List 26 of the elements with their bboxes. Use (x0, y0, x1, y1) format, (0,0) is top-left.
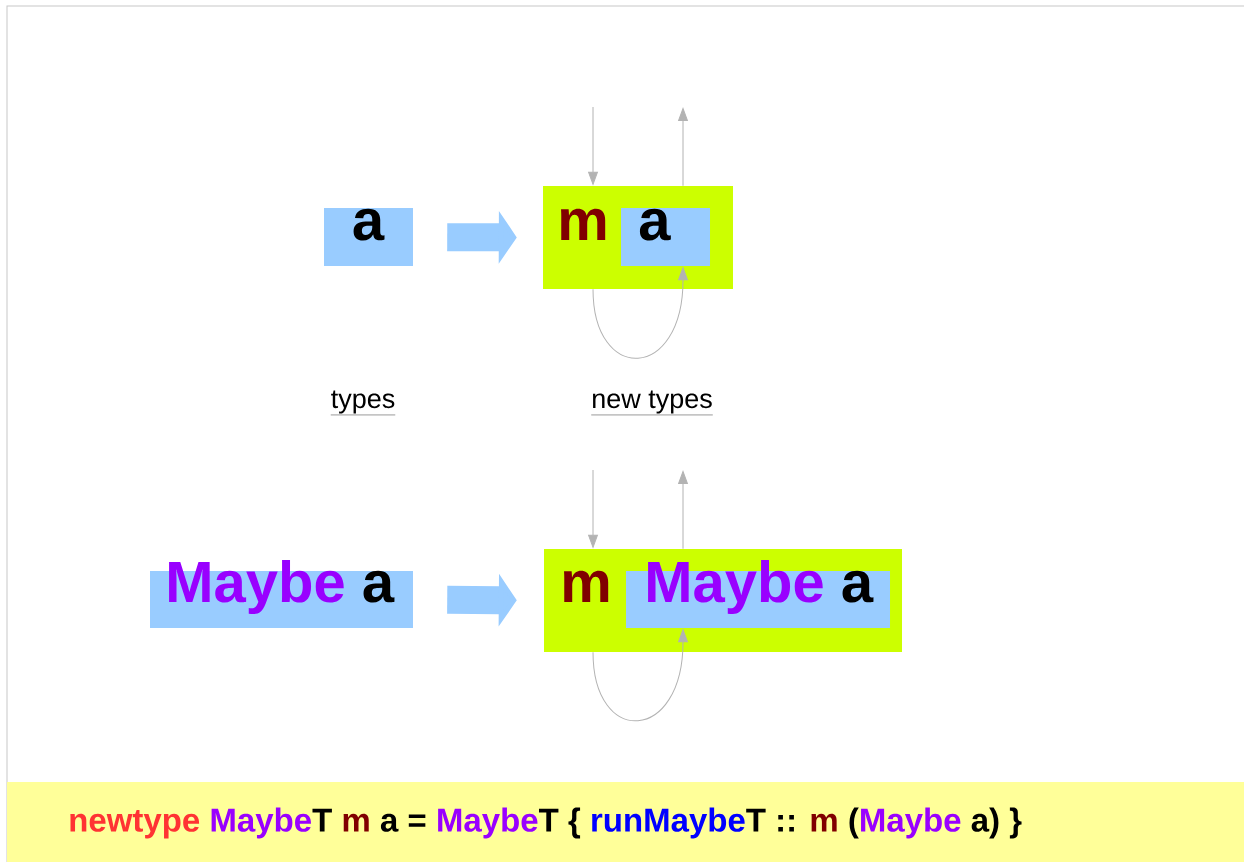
label: a) } (971, 807, 1022, 839)
label: T :: (746, 808, 794, 832)
arrow (588, 469, 598, 548)
label: Maybe (211, 807, 311, 839)
loop-arrow (592, 267, 688, 359)
label: Maybe (438, 807, 538, 839)
label: Maybe (861, 807, 961, 839)
caption: types (330, 390, 396, 416)
type-box: a (621, 208, 710, 266)
label: runMaybe (592, 807, 745, 839)
type-box: Maybe a (626, 560, 890, 628)
label: ( (849, 807, 859, 839)
arrow (678, 471, 688, 550)
type-box: a (324, 208, 413, 266)
arrow (588, 106, 598, 185)
code-line: newtype MaybeT m a = MaybeT { runMaybeT :: m (Maybe a) } (70, 807, 1022, 839)
caption: new types (591, 390, 713, 416)
label: a = (380, 813, 426, 832)
label: T (312, 808, 332, 832)
label: m (811, 813, 837, 832)
label: newtype (70, 810, 200, 839)
type-box: Maybe a (150, 560, 413, 628)
loop-arrow (592, 629, 688, 722)
label: T { (538, 807, 581, 839)
label: m (343, 813, 369, 832)
arrow (678, 108, 688, 187)
